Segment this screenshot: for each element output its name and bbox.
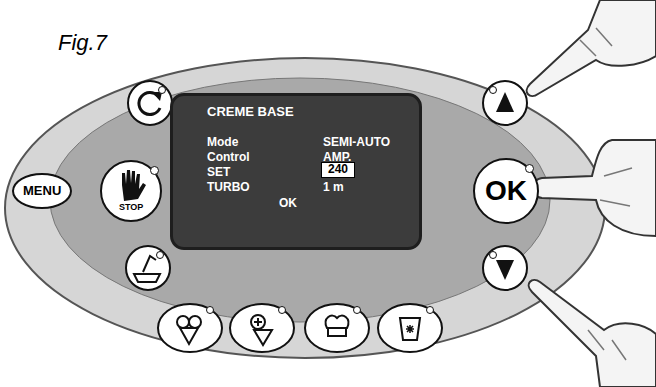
screen-text: OK xyxy=(279,197,297,210)
pointing-hand xyxy=(533,140,656,236)
screen-text: SET xyxy=(207,166,230,179)
led xyxy=(150,166,159,175)
screen-title: CREME BASE xyxy=(207,105,294,119)
pointing-hand xyxy=(529,280,656,387)
button-label: OK xyxy=(485,176,527,207)
panel-outer xyxy=(5,58,605,358)
led xyxy=(490,252,497,259)
chef-hat-icon xyxy=(326,316,349,328)
led xyxy=(427,307,434,314)
function-button xyxy=(378,304,442,352)
screen-text: 1 m xyxy=(323,181,344,194)
led xyxy=(490,87,497,94)
led xyxy=(279,307,286,314)
hand-detail xyxy=(588,330,626,360)
screen-text: Control xyxy=(207,151,250,164)
led xyxy=(157,252,164,259)
screen-text: Mode xyxy=(207,136,238,149)
stop-button: STOP xyxy=(100,160,162,222)
hand-detail xyxy=(580,28,612,56)
lcd-screen: CREME BASEModeSEMI-AUTOControlAMP.SETTUR… xyxy=(170,93,422,250)
down-button xyxy=(483,246,527,290)
button-label: MENU xyxy=(23,184,61,198)
cone-icon xyxy=(189,316,201,328)
cone-icon xyxy=(180,328,198,344)
screen-text: TURBO xyxy=(207,181,250,194)
button-label: STOP xyxy=(119,203,143,213)
snow-icon xyxy=(406,325,414,333)
function-button xyxy=(230,304,294,352)
menu-button: MENU xyxy=(12,173,72,209)
hand-detail xyxy=(600,168,632,206)
led xyxy=(159,87,166,94)
reset-button xyxy=(128,81,172,125)
set-value: 240 xyxy=(325,163,351,176)
screen-text: SEMI-AUTO xyxy=(323,136,390,149)
pointing-hand xyxy=(527,0,656,96)
led xyxy=(207,307,214,314)
up-button xyxy=(483,81,527,125)
led xyxy=(525,164,534,173)
clean-button xyxy=(126,246,170,290)
up-arrow xyxy=(496,92,514,112)
cone-plus-icon xyxy=(254,318,262,326)
chef-hat-icon xyxy=(328,328,346,336)
panel-inner xyxy=(50,78,550,322)
cone-plus-icon xyxy=(254,330,272,345)
stop-hand-icon xyxy=(122,170,146,201)
function-button xyxy=(158,304,222,352)
cup-icon xyxy=(400,318,420,340)
clean-icon xyxy=(143,256,156,272)
function-button xyxy=(305,304,369,352)
ok-button: OK xyxy=(473,158,539,224)
down-arrow xyxy=(496,260,514,280)
value-box: 240 xyxy=(321,162,355,178)
led xyxy=(354,307,361,314)
figure-label: Fig.7 xyxy=(58,30,107,56)
cone-icon xyxy=(177,316,189,328)
cone-plus-icon xyxy=(251,315,265,329)
clean-icon xyxy=(134,274,160,282)
